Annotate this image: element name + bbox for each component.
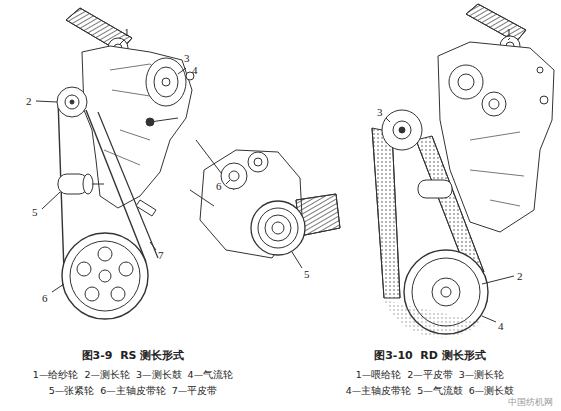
rd-mechanism (372, 4, 554, 338)
figure-caption: 图3-9 RS 测长形式 (82, 350, 185, 362)
callout-number: 4 (192, 64, 198, 76)
watermark: 中国纺机网 (508, 398, 553, 408)
callout-number: 1 (506, 26, 512, 38)
callout-number: 2 (26, 95, 32, 107)
callout-number: 3 (377, 106, 383, 118)
callout-number: 6 (216, 180, 222, 192)
callout-number: 5 (32, 206, 38, 218)
legend-line: 1—给纱轮 2—测长轮 3—测长鼓 4—气流轮 (33, 370, 233, 380)
callout-number: 4 (498, 320, 504, 332)
callout-number: 5 (304, 268, 310, 280)
callout-number: 2 (517, 270, 523, 282)
callout-number: 3 (184, 52, 190, 64)
callout-number: 6 (42, 292, 48, 304)
legend-line: 4—主轴皮带轮 5—气流鼓 6—测长鼓 (346, 386, 515, 396)
callout-number: 1 (124, 26, 130, 38)
figure-caption: 图3-10 RD 测长形式 (374, 350, 486, 362)
rs-mechanism (36, 8, 194, 319)
rd-detail (190, 140, 340, 268)
legend-line: 5—张紧轮 6—主轴皮带轮 7—平皮带 (49, 386, 218, 396)
callout-number: 7 (158, 249, 164, 261)
legend-line: 1—喂给轮 2—平皮带 3—测长轮 (356, 370, 505, 380)
